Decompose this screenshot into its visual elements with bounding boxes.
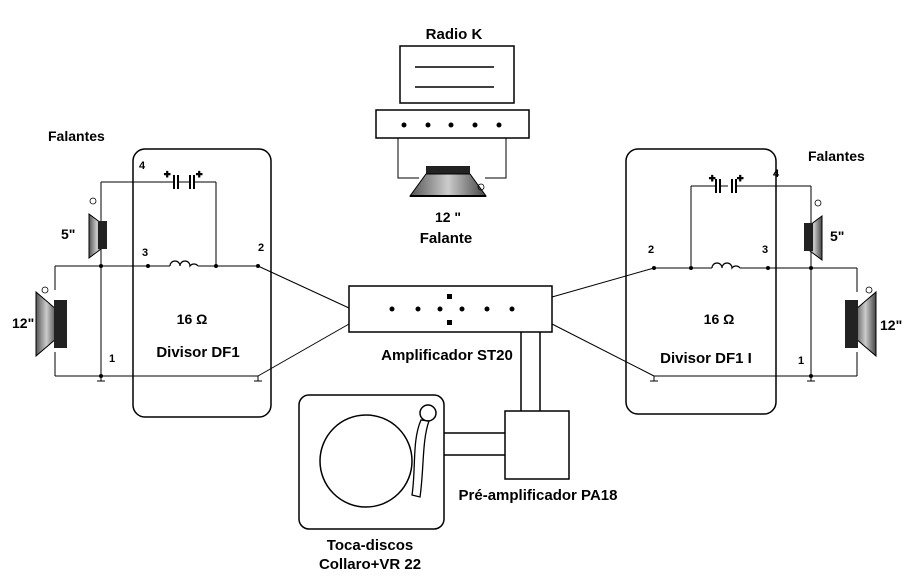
left-pin-3: 3 xyxy=(142,247,148,259)
right-capacitor-icon: + + xyxy=(709,173,744,193)
left-pin-4: 4 xyxy=(139,160,146,172)
left-ground-icon xyxy=(97,376,262,382)
amplifier-box xyxy=(348,285,553,333)
center-speaker-name: Falante xyxy=(420,230,473,247)
left-divider-name: Divisor DF1 xyxy=(156,344,239,361)
turntable-line1: Toca-discos xyxy=(327,537,413,554)
left-large-speaker-label: 12" xyxy=(12,315,34,331)
radio-display xyxy=(399,45,515,104)
right-pin-4: 4 xyxy=(773,168,780,180)
right-pin-3: 3 xyxy=(762,244,768,256)
right-inductor-icon xyxy=(711,262,741,270)
right-small-speaker-icon xyxy=(804,199,823,261)
tonearm-icon xyxy=(411,419,430,498)
left-inductor-icon xyxy=(169,260,199,268)
tonearm-pivot xyxy=(419,404,437,422)
right-wiring xyxy=(654,185,858,377)
left-small-speaker-icon xyxy=(88,197,107,259)
amplifier-label: Amplificador ST20 xyxy=(381,347,513,364)
right-small-speaker-label: 5" xyxy=(830,228,844,244)
left-pin-2: 2 xyxy=(258,242,264,254)
right-large-speaker-label: 12" xyxy=(880,317,902,333)
left-pin-1: 1 xyxy=(109,353,115,365)
right-divider-name: Divisor DF1 I xyxy=(660,350,752,367)
svg-text:+: + xyxy=(709,173,715,185)
preamp-box xyxy=(504,410,570,480)
left-speakers-title: Falantes xyxy=(48,128,105,144)
svg-text:+: + xyxy=(737,173,743,185)
svg-text:+: + xyxy=(164,169,170,181)
left-impedance: 16 Ω xyxy=(177,311,208,327)
turntable-box xyxy=(298,394,445,530)
right-divider-box xyxy=(625,148,777,415)
right-impedance: 16 Ω xyxy=(704,311,735,327)
radio-knobs xyxy=(401,122,502,128)
right-pin-2: 2 xyxy=(648,244,654,256)
turntable-platter xyxy=(319,414,413,508)
right-large-speaker-icon xyxy=(845,286,877,358)
radio-unit: Radio K xyxy=(375,26,530,179)
right-pin-1: 1 xyxy=(798,355,804,367)
turntable-line2: Collaro+VR 22 xyxy=(319,556,421,573)
left-wiring xyxy=(54,181,258,377)
center-speaker-icon xyxy=(409,166,487,197)
center-speaker-size: 12 " xyxy=(435,209,461,225)
preamp-label: Pré-amplificador PA18 xyxy=(459,487,618,504)
left-large-speaker-icon xyxy=(35,286,67,358)
radio-panel xyxy=(375,109,530,139)
left-small-speaker-label: 5" xyxy=(61,226,75,242)
right-ground-icon xyxy=(650,376,815,382)
svg-text:+: + xyxy=(196,169,202,181)
right-speakers-title: Falantes xyxy=(808,148,865,164)
radio-label: Radio K xyxy=(426,26,483,43)
amplifier-controls xyxy=(389,294,515,325)
left-capacitor-icon: + + xyxy=(164,169,203,189)
left-divider-box xyxy=(132,148,272,418)
